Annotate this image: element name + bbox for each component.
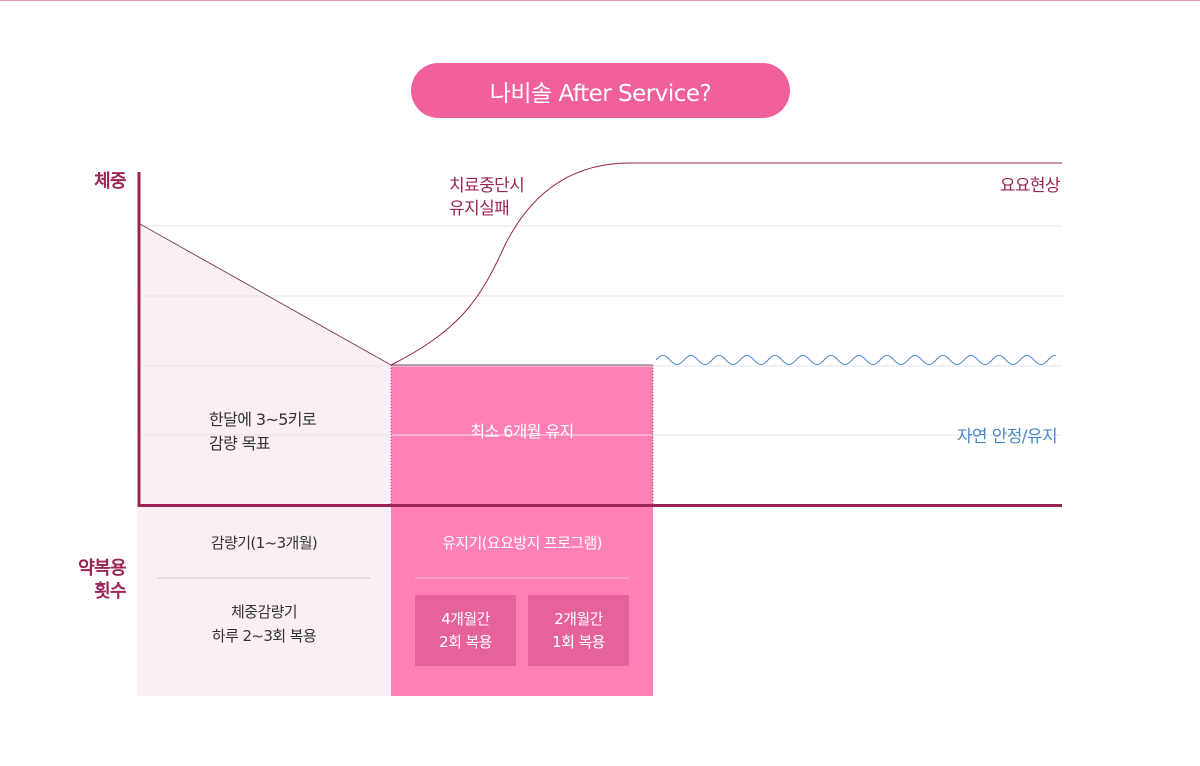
loss-goal: 한달에 3~5키로 감량 목표: [209, 410, 317, 453]
dose-box-2-months: 2개월간 1회 복용: [528, 595, 629, 666]
maintain-period: 유지기(요요방지 프로그램): [442, 534, 602, 552]
bottom-label: 약복용 횟수: [78, 558, 126, 602]
maintain-goal: 최소 6개월 유지: [470, 422, 574, 441]
page-title: 나비솔 After Service?: [489, 80, 712, 107]
dose-box-4-months: 4개월간 2회 복용: [415, 595, 516, 666]
loss-period: 감량기(1~3개월): [210, 534, 318, 552]
weight-loss-line: [139, 223, 392, 366]
loss-bottom-panel: [137, 507, 391, 696]
fail-annotation: 치료중단시 유지실패: [449, 176, 525, 219]
rebound-annotation: 요요현상: [999, 176, 1061, 196]
title-pill: 나비솔 After Service?: [411, 63, 790, 118]
top-rule: [0, 0, 1200, 1]
loss-dose: 체중감량기 하루 2~3회 복용: [211, 603, 317, 645]
stable-annotation: 자연 안정/유지: [956, 427, 1058, 447]
stable-wave: [655, 354, 1057, 366]
y-axis-label: 체중: [94, 171, 127, 192]
loss-area: [140, 224, 391, 505]
rebound-curve: [390, 162, 1062, 366]
